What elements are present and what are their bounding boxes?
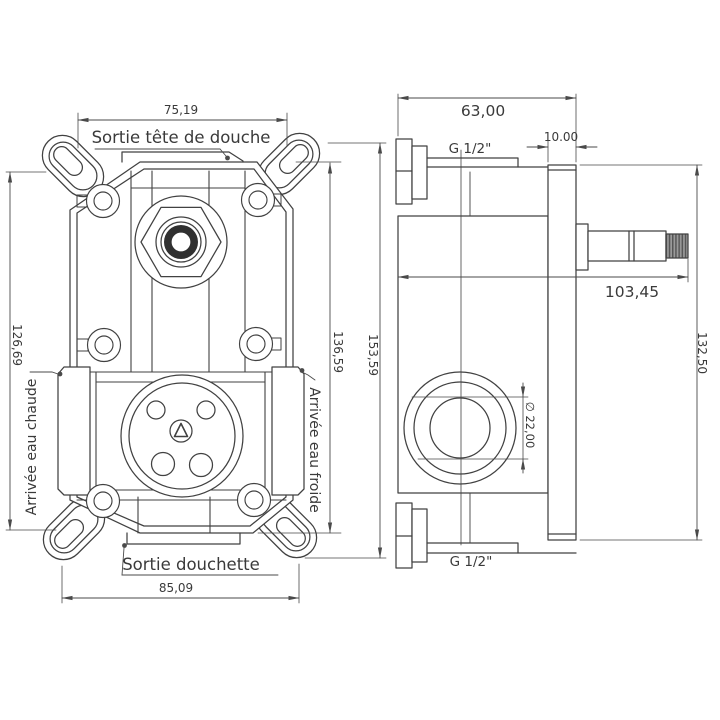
cold-inlet-port bbox=[271, 366, 305, 496]
dim-bottom-width: 85,09 bbox=[159, 581, 193, 595]
side-view bbox=[395, 138, 689, 569]
annotation-texts: 75,19 Sortie tête de douche 126,69 Arriv… bbox=[10, 102, 709, 595]
dim-port-diameter: ∅ 22,00 bbox=[523, 402, 537, 449]
dim-overall-height: 153,59 bbox=[366, 334, 380, 376]
label-bottom-thread: G 1/2" bbox=[450, 554, 493, 570]
side-top-flange bbox=[395, 138, 577, 217]
label-hot-inlet: Arrivée eau chaude bbox=[24, 379, 40, 516]
label-bottom-outlet: Sortie douchette bbox=[122, 555, 260, 574]
top-outlet-step bbox=[121, 151, 244, 163]
valve-cartridge bbox=[120, 374, 244, 498]
dim-top-width: 75,19 bbox=[164, 103, 198, 117]
label-top-thread: G 1/2" bbox=[449, 141, 492, 157]
dim-total-depth: 103,45 bbox=[605, 283, 659, 301]
valve-spindle bbox=[575, 223, 689, 271]
dimension-lines bbox=[5, 93, 703, 604]
dim-side-overall-height: 132,50 bbox=[695, 332, 709, 374]
label-cold-inlet: Arrivée eau froide bbox=[306, 387, 322, 513]
dim-depth: 63,00 bbox=[461, 102, 505, 120]
hex-fitting bbox=[134, 195, 228, 289]
dim-plate-height: 136,59 bbox=[331, 331, 345, 373]
front-wall-plate bbox=[547, 164, 577, 541]
knurled-tip bbox=[665, 233, 689, 259]
label-top-outlet: Sortie tête de douche bbox=[92, 128, 271, 147]
hot-inlet-port bbox=[57, 366, 91, 496]
front-view bbox=[41, 132, 321, 561]
bottom-outlet-step bbox=[126, 532, 241, 545]
dim-left-height: 126,69 bbox=[10, 324, 24, 366]
dim-plate-thickness: 10.00 bbox=[544, 130, 578, 144]
side-bottom-flange bbox=[395, 492, 577, 569]
screw-bosses bbox=[85, 182, 276, 519]
side-port bbox=[403, 371, 517, 485]
mixer-triangle-icon bbox=[173, 422, 189, 438]
